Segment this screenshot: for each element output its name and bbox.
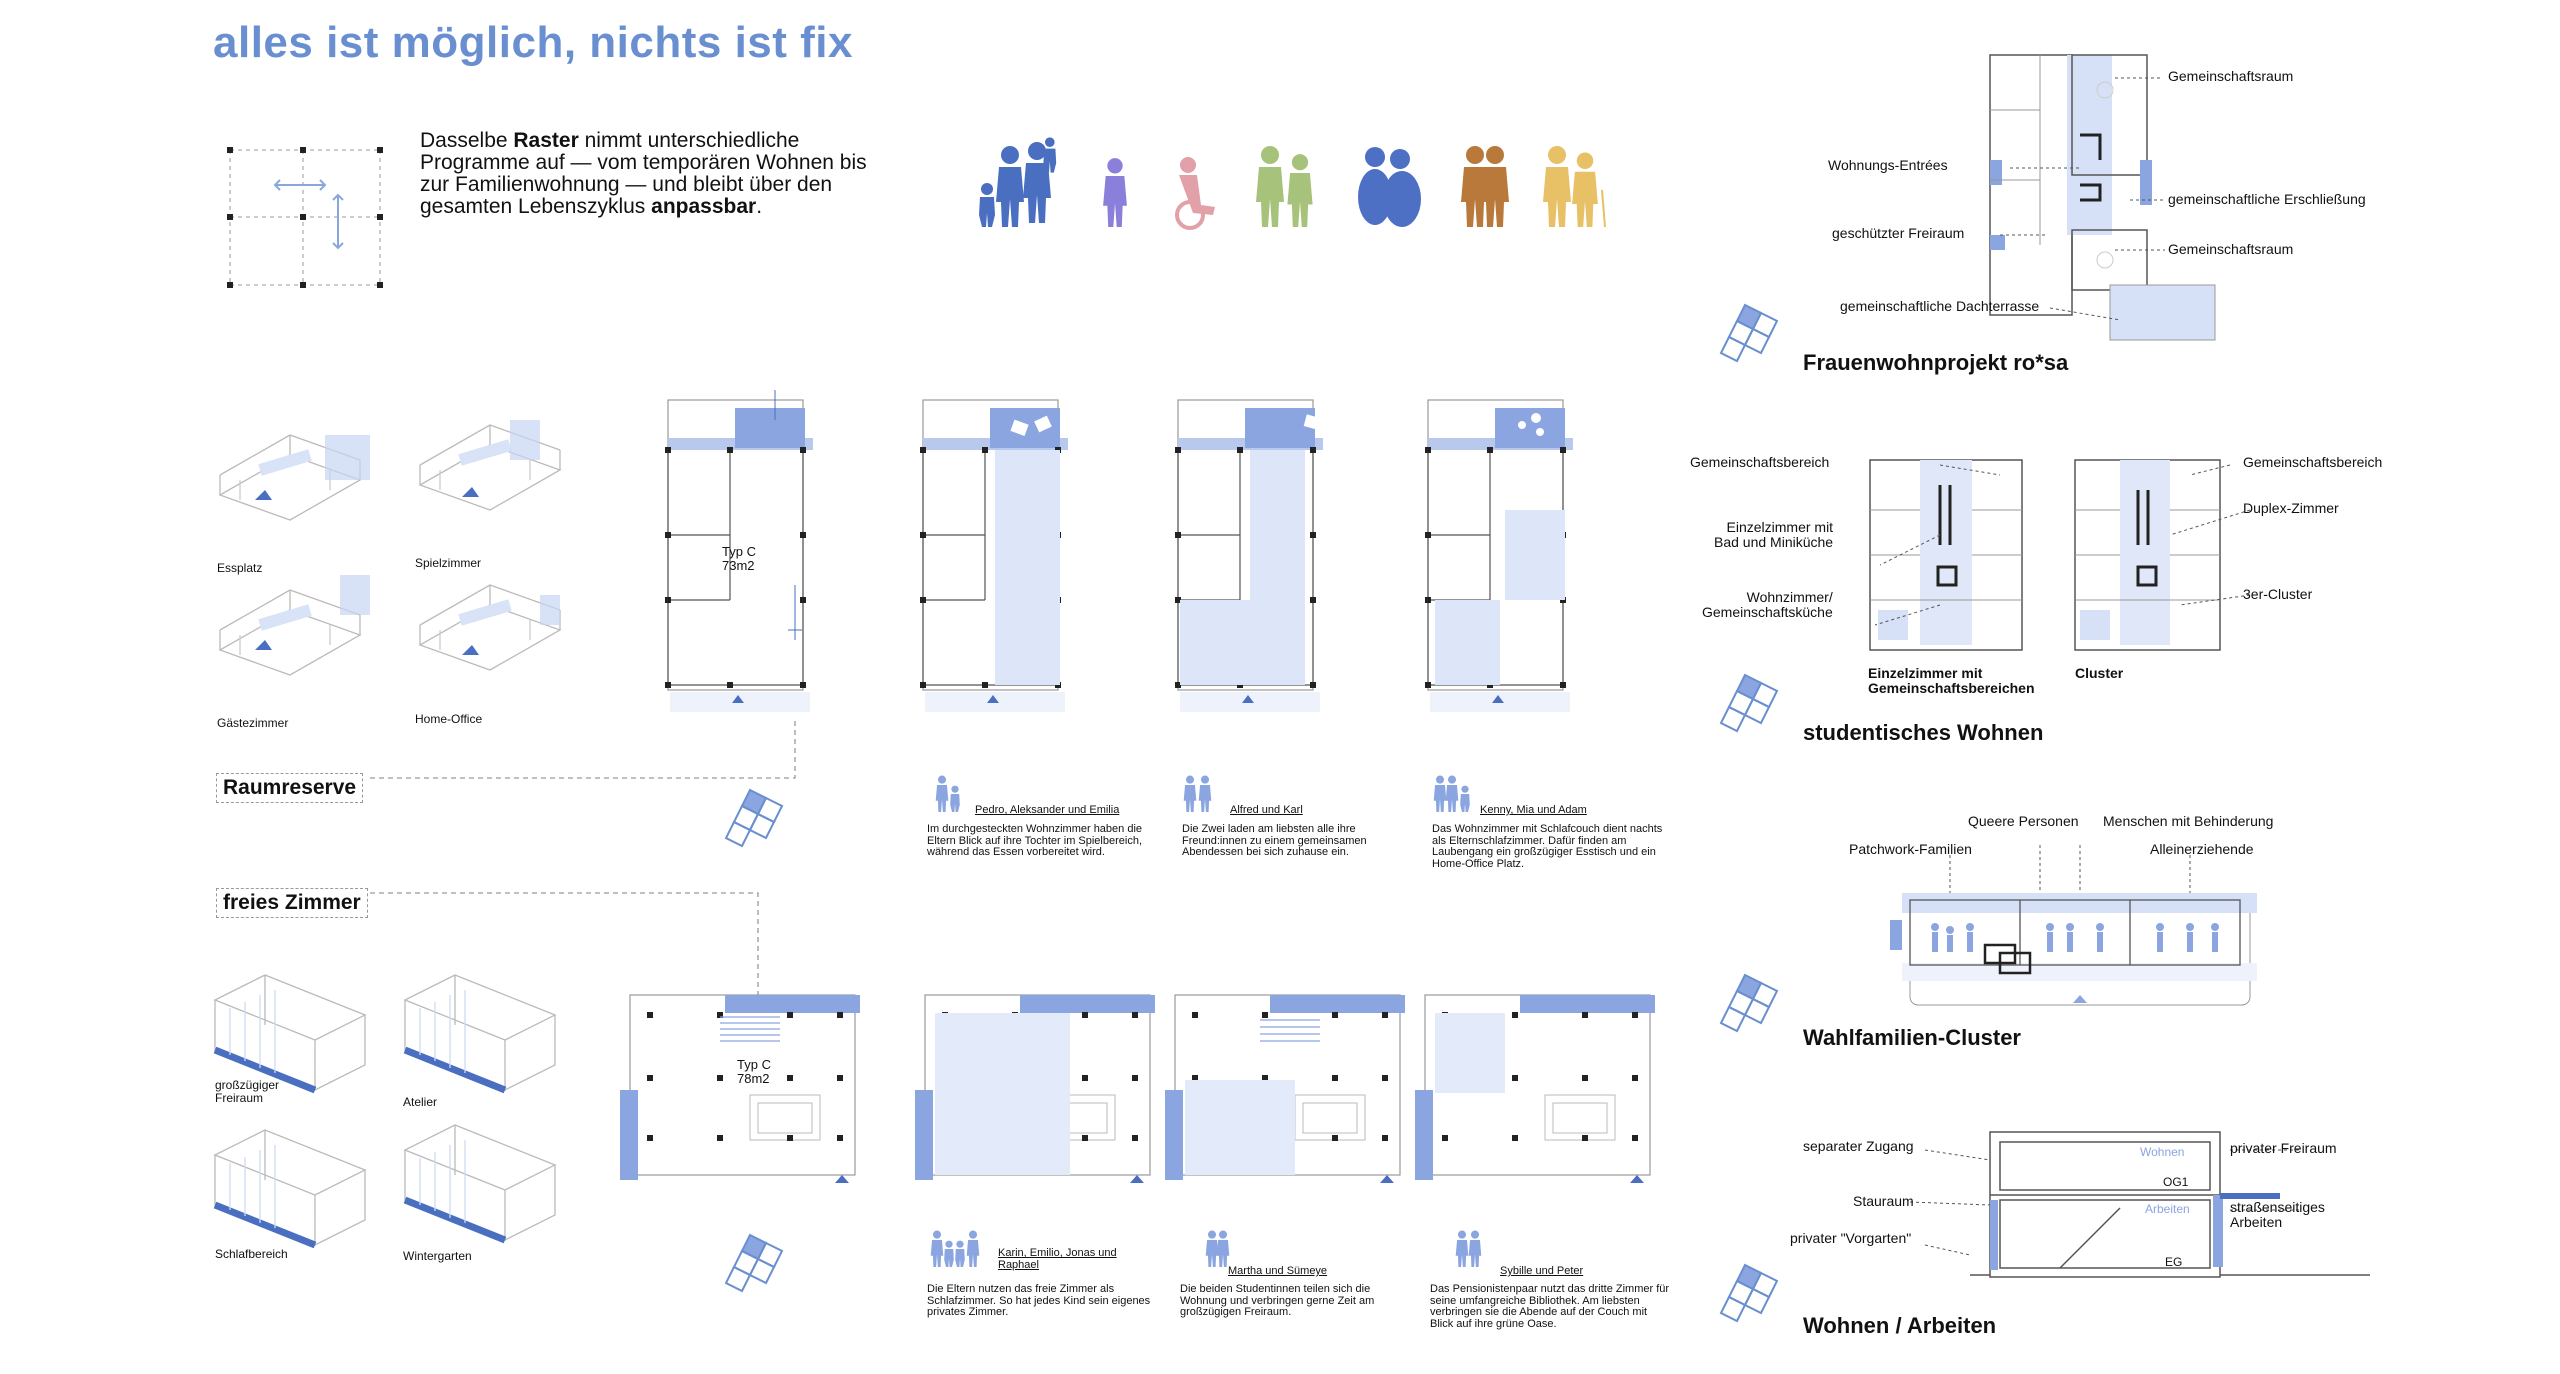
story-text-2: Die Zwei laden am liebsten alle ihre Fre…	[1182, 823, 1367, 858]
rosa-heading: Frauenwohnprojekt ro*sa	[1803, 350, 2069, 375]
story-text-5: Die beiden Studentinnen teilen sich die …	[1180, 1283, 1375, 1318]
grid-diagram	[227, 147, 383, 288]
iso-rooms-bottom	[210, 960, 590, 1280]
connector-lines	[370, 720, 796, 1000]
student-label-wohnzimmer: Wohnzimmer/ Gemeinschaftsküche	[1702, 589, 1833, 620]
iso-label-spielzimmer: Spielzimmer	[415, 556, 482, 570]
arbeit-label-zugang: separater Zugang	[1803, 1138, 1914, 1154]
wahl-label-behinderung: Menschen mit Behinderung	[2103, 813, 2274, 829]
rosa-leaders	[2000, 77, 2165, 321]
wahl-heading: Wahlfamilien-Cluster	[1803, 1025, 2021, 1050]
arbeit-label-strassen: straßenseitiges Arbeiten	[2230, 1199, 2325, 1230]
arbeit-tag-arbeiten: Arbeiten	[2145, 1202, 2190, 1216]
iso-label-homeoffice: Home-Office	[415, 712, 483, 726]
iso-rooms-top	[210, 405, 600, 735]
iso-label-atelier: Atelier	[403, 1095, 438, 1109]
single-person-icon	[1103, 158, 1127, 227]
iso-label-essplatz: Essplatz	[217, 561, 263, 575]
student-label-gb-right: Gemeinschaftsbereich	[2243, 454, 2383, 470]
people-silhouettes	[979, 137, 1606, 230]
student-plan2-caption: Cluster	[2075, 665, 2124, 681]
student-label-einzel: Einzelzimmer mit Bad und Miniküche	[1714, 519, 1834, 550]
plan-type-top: Typ C 73m2	[722, 544, 756, 573]
family-icon	[979, 137, 1057, 227]
page-title: alles ist möglich, nichts ist fix	[213, 18, 853, 67]
iso-label-wintergarten: Wintergarten	[403, 1249, 472, 1263]
student-heading: studentisches Wohnen	[1803, 720, 2044, 745]
couple-large-icon	[1358, 147, 1421, 227]
wheelchair-user-icon	[1175, 157, 1215, 230]
student-leaders	[1874, 464, 2251, 626]
couple-icon-brown	[1461, 146, 1509, 227]
couple-icon	[1256, 146, 1313, 227]
rosa-label-gemeinschaftsraum-2: Gemeinschaftsraum	[2168, 241, 2294, 257]
student-plan1-caption: Einzelzimmer mit Gemeinschaftsbereichen	[1868, 665, 2035, 696]
story-names-2: Alfred und Karl	[1230, 804, 1303, 816]
wahl-label-queer: Queere Personen	[1968, 813, 2079, 829]
rosa-label-entrees: Wohnungs-Entrées	[1828, 157, 1948, 173]
arbeit-label-stauraum: Stauraum	[1853, 1193, 1914, 1209]
arbeit-heading: Wohnen / Arbeiten	[1803, 1313, 1997, 1338]
story-text-1: Im durchgesteckten Wohnzimmer haben die …	[927, 823, 1143, 858]
story-text-4: Die Eltern nutzen das freie Zimmer als S…	[927, 1283, 1151, 1318]
raumreserve-heading: Raumreserve	[216, 773, 364, 803]
story-names-4: Karin, Emilio, Jonas und Raphael	[998, 1247, 1117, 1271]
story-names-3: Kenny, Mia und Adam	[1480, 804, 1587, 816]
story-names-1: Pedro, Aleksander und Emilia	[975, 804, 1120, 816]
intro-text: Dasselbe Raster nimmt unterschiedliche P…	[420, 129, 867, 218]
student-label-gb-left: Gemeinschaftsbereich	[1690, 454, 1830, 470]
arbeit-label-og: OG1	[2163, 1175, 2189, 1189]
story-text-6: Das Pensionistenpaar nutzt das dritte Zi…	[1430, 1283, 1670, 1330]
story-text-3: Das Wohnzimmer mit Schlafcouch dient nac…	[1432, 823, 1663, 870]
student-label-3er-cluster: 3er-Cluster	[2243, 586, 2313, 602]
arbeit-label-vorgarten: privater "Vorgarten"	[1790, 1230, 1912, 1246]
arbeit-label-freiraum: privater Freiraum	[2230, 1140, 2337, 1156]
rosa-label-freiraum: geschützter Freiraum	[1832, 225, 1965, 241]
rosa-label-gemeinschaftsraum-1: Gemeinschaftsraum	[2168, 68, 2294, 84]
freies-zimmer-heading: freies Zimmer	[216, 888, 368, 918]
rosa-plan	[1989, 54, 2216, 341]
story-names-6: Sybille und Peter	[1500, 1265, 1584, 1277]
floor-plans-top	[664, 390, 1574, 713]
wahl-label-allein: Alleinerziehende	[2150, 841, 2254, 857]
iso-label-freiraum: großzügiger Freiraum	[215, 1078, 280, 1105]
rosa-label-dachterrasse: gemeinschaftliche Dachterrasse	[1840, 298, 2040, 314]
plan-type-bottom: Typ C 78m2	[737, 1057, 771, 1086]
iso-label-gaestezimmer: Gästezimmer	[217, 716, 289, 730]
wahl-plan	[1890, 845, 2257, 1006]
floor-plans-bottom	[619, 994, 1656, 1184]
student-plans	[1869, 459, 2221, 651]
arbeit-tag-wohnen: Wohnen	[2140, 1145, 2185, 1159]
arbeit-label-eg: EG	[2165, 1255, 2183, 1269]
wahl-label-patchwork: Patchwork-Familien	[1849, 841, 1972, 857]
student-label-duplex: Duplex-Zimmer	[2243, 500, 2339, 516]
iso-label-schlafbereich: Schlafbereich	[215, 1247, 288, 1261]
seniors-icon	[1543, 146, 1606, 228]
arbeit-section	[1909, 1131, 2370, 1278]
story-names-5: Martha und Sümeye	[1228, 1265, 1328, 1277]
rosa-label-erschliessung: gemeinschaftliche Erschließung	[2168, 191, 2366, 207]
